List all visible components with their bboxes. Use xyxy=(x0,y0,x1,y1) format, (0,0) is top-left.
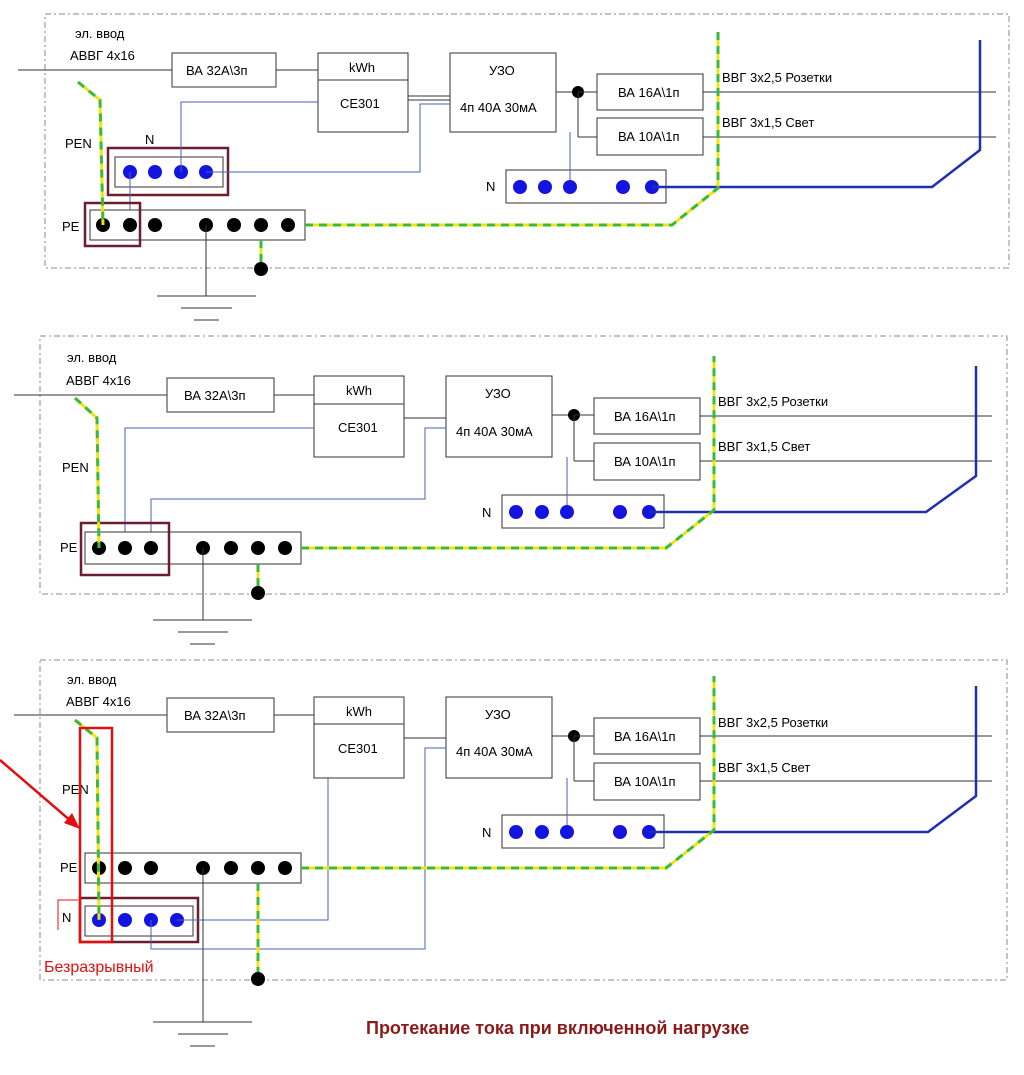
pe-bus xyxy=(89,209,306,241)
pe-bus xyxy=(84,531,302,565)
breaker-2-label: ВА 10А\1п xyxy=(614,454,676,469)
meter-model: СЕ301 xyxy=(338,741,378,756)
pe-label: PE xyxy=(60,540,78,555)
ground-point xyxy=(251,972,265,986)
rcd-spec: 4п 40А 30мА xyxy=(456,424,533,439)
caption: Протекание тока при включенной нагрузке xyxy=(366,1018,749,1038)
breaker-1-label: ВА 16А\1п xyxy=(614,729,676,744)
pe-out-line xyxy=(301,356,716,550)
n-out-line xyxy=(649,686,978,834)
pe-label: PE xyxy=(60,860,78,875)
n-label: N xyxy=(145,132,154,147)
meter-box xyxy=(317,52,409,133)
meter-box xyxy=(313,375,405,458)
breaker-1-box xyxy=(593,397,701,435)
n-bus xyxy=(505,169,667,204)
rcd-spec: 4п 40А 30мА xyxy=(456,744,533,759)
meter-model: СЕ301 xyxy=(340,96,380,111)
continuous-label: Безразрывный xyxy=(44,959,154,976)
rcd-title: УЗО xyxy=(485,386,511,401)
rcd-title: УЗО xyxy=(485,707,511,722)
pen-conductor xyxy=(73,396,101,549)
breaker-1-box xyxy=(596,73,704,111)
rcd-box xyxy=(445,696,553,779)
main-breaker-box xyxy=(166,377,275,413)
panel-2-frame xyxy=(39,335,1008,595)
breaker-1-box xyxy=(593,717,701,755)
panel-3: эл. ввод АВВГ 4х16 ВА 32А\3п kWh СЕ301 У… xyxy=(0,659,1008,1047)
breaker-2-label: ВА 10А\1п xyxy=(618,129,680,144)
line-1-label: ВВГ 3х2,5 Розетки xyxy=(718,715,828,730)
input-cable: АВВГ 4х16 xyxy=(66,694,131,709)
n-label: N xyxy=(62,910,71,925)
rcd-box xyxy=(449,52,557,133)
rcd-box xyxy=(445,375,553,458)
pe-label: PE xyxy=(62,219,80,234)
panel-1-frame xyxy=(44,13,1010,269)
panel-2: эл. ввод АВВГ 4х16 ВА 32А\3п kWh СЕ301 У… xyxy=(14,335,1008,645)
n-bus-label: N xyxy=(486,179,495,194)
n-bus xyxy=(501,814,665,849)
breaker-1-label: ВА 16А\1п xyxy=(618,85,680,100)
input-cable: АВВГ 4х16 xyxy=(66,373,131,388)
breaker-2-box xyxy=(596,117,704,156)
line-1-label: ВВГ 3х2,5 Розетки xyxy=(718,394,828,409)
pe-out-line xyxy=(305,32,720,227)
breaker-2-box xyxy=(593,442,701,481)
meter-top-label: kWh xyxy=(349,60,375,75)
panel-1: эл. ввод АВВГ 4х16 ВА 32А\3п kWh СЕ301 У… xyxy=(18,13,1010,321)
breaker-2-label: ВА 10А\1п xyxy=(614,774,676,789)
pen-label: PEN xyxy=(62,782,89,797)
meter-top-label: kWh xyxy=(346,704,372,719)
n-bus xyxy=(501,494,665,529)
n-bus-label: N xyxy=(482,505,491,520)
n-bus-label: N xyxy=(482,825,491,840)
input-title: эл. ввод xyxy=(75,26,125,41)
line-2-label: ВВГ 3х1,5 Свет xyxy=(718,760,810,775)
meter-box xyxy=(313,696,405,779)
meter-model: СЕ301 xyxy=(338,420,378,435)
pen-label: PEN xyxy=(62,460,89,475)
line-2-label: ВВГ 3х1,5 Свет xyxy=(722,115,814,130)
meter-top-label: kWh xyxy=(346,383,372,398)
input-cable: АВВГ 4х16 xyxy=(70,48,135,63)
ground-point xyxy=(254,262,268,276)
main-breaker-box xyxy=(166,697,275,733)
input-title: эл. ввод xyxy=(67,350,117,365)
pe-bus-highlight xyxy=(79,521,171,577)
ground-point xyxy=(251,586,265,600)
arrow-line xyxy=(0,759,73,823)
rcd-title: УЗО xyxy=(489,63,515,78)
pen-conductor xyxy=(74,718,101,921)
continuous-pen-highlight xyxy=(78,726,114,944)
rcd-spec: 4п 40А 30мА xyxy=(460,100,537,115)
input-title: эл. ввод xyxy=(67,672,117,687)
pen-conductor xyxy=(77,80,105,226)
pe-bus xyxy=(84,852,302,884)
panel-3-frame xyxy=(39,659,1008,981)
pen-label: PEN xyxy=(65,136,92,151)
pe-bus-highlight xyxy=(83,201,142,248)
main-breaker-label: ВА 32А\3п xyxy=(184,388,246,403)
n-out-line xyxy=(649,366,978,514)
main-breaker-label: ВА 32А\3п xyxy=(184,708,246,723)
main-breaker-label: ВА 32А\3п xyxy=(186,63,248,78)
pe-out-line xyxy=(301,676,716,870)
line-2-label: ВВГ 3х1,5 Свет xyxy=(718,439,810,454)
line-1-label: ВВГ 3х2,5 Розетки xyxy=(722,70,832,85)
breaker-1-label: ВА 16А\1п xyxy=(614,409,676,424)
n-out-line xyxy=(652,40,982,189)
arrow-head xyxy=(64,813,80,829)
